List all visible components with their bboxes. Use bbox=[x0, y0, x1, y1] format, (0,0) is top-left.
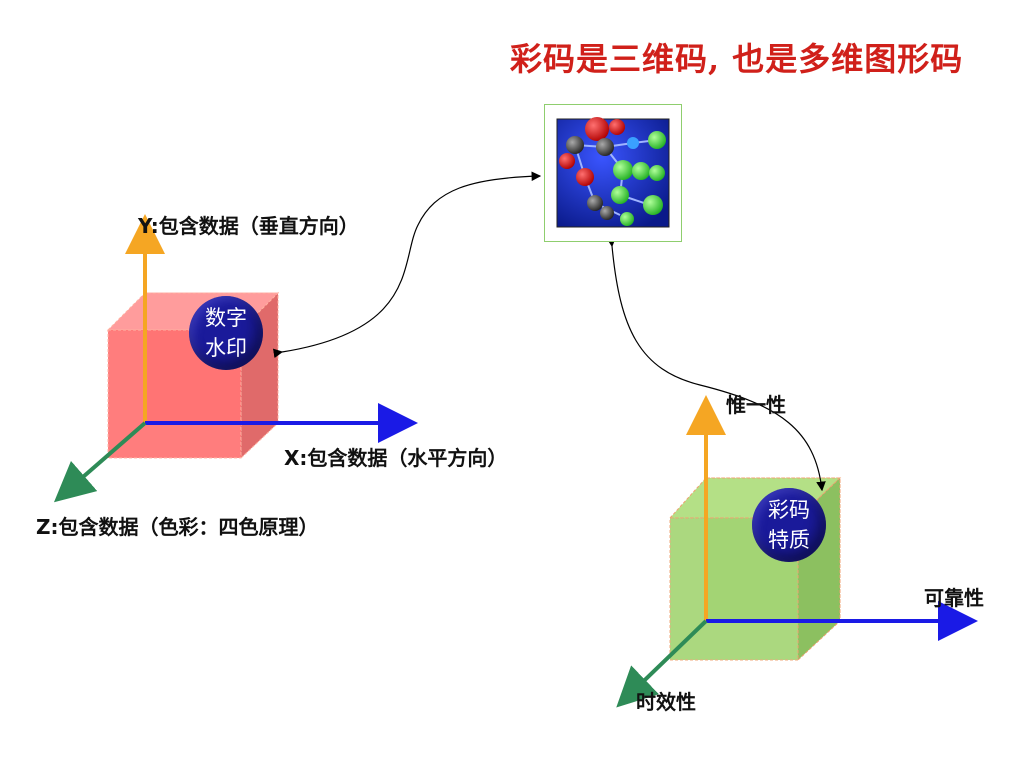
right-y-label: 惟一性 bbox=[726, 393, 786, 417]
diagram-title: 彩码是三维码, 也是多维图形码 bbox=[510, 40, 964, 78]
digital-watermark-badge: 数字水印 bbox=[189, 296, 263, 370]
right-x-label: 可靠性 bbox=[924, 586, 984, 610]
right-z-axis bbox=[616, 619, 708, 708]
colorcode-traits-badge: 彩码特质 bbox=[752, 488, 826, 562]
digital-watermark-label: 数字水印 bbox=[205, 306, 247, 360]
left-z-label: Z:包含数据（色彩：四色原理） bbox=[36, 515, 319, 539]
connector-left bbox=[272, 171, 542, 359]
colorcode-traits-label: 彩码特质 bbox=[768, 498, 810, 552]
molecule-image bbox=[544, 104, 682, 242]
left-z-axis bbox=[53, 421, 147, 503]
right-z-label: 时效性 bbox=[636, 690, 696, 714]
molecule-icon bbox=[556, 117, 670, 228]
connector-right bbox=[606, 237, 826, 492]
left-x-label: X:包含数据（水平方向） bbox=[284, 446, 508, 470]
left-y-label: Y:包含数据（垂直方向） bbox=[138, 214, 359, 238]
